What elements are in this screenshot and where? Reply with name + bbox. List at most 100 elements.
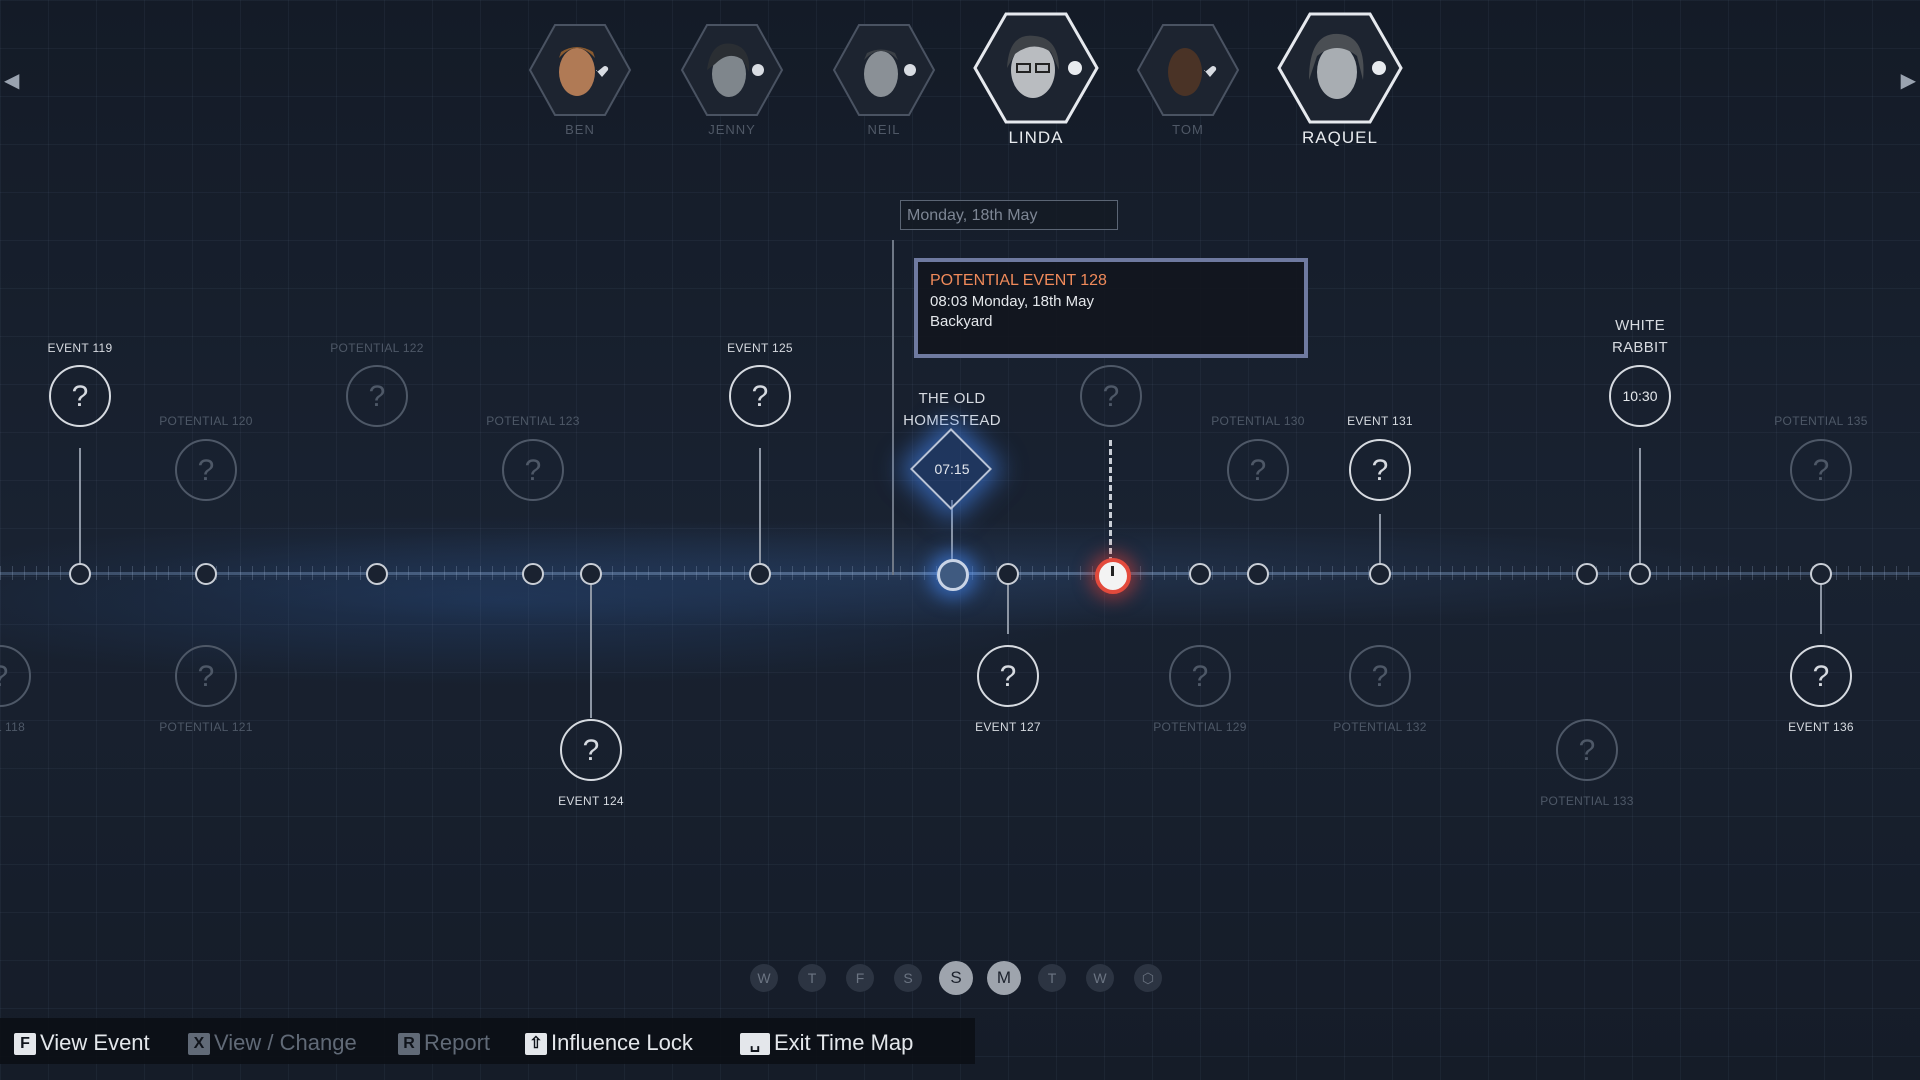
white-rabbit-circle[interactable]: 10:30 [1609,365,1671,427]
timeline-node[interactable] [749,563,771,585]
day-tue[interactable]: T [1038,964,1066,992]
potential-133-circle[interactable]: ? [1556,719,1618,781]
event-stem [590,574,592,718]
event-136-label: EVENT 136 [1788,720,1854,734]
event-125-circle[interactable]: ? [729,365,791,427]
f-key-icon: F [14,1033,36,1055]
potential-123-label: POTENTIAL 123 [486,414,580,428]
event-stem [79,448,81,572]
day-mon[interactable]: M [987,961,1021,995]
exit-time-map-label: Exit Time Map [774,1030,914,1055]
event-124-circle[interactable]: ? [560,719,622,781]
character-ben[interactable]: BEN [520,20,640,137]
character-name: RAQUEL [1302,128,1378,147]
timeline-node[interactable] [1576,563,1598,585]
event-stem-dashed [1109,440,1112,572]
event-stem [1379,514,1381,572]
character-bar: BEN JENNY NEIL LINDA [0,0,1920,170]
timeline-node[interactable] [997,563,1019,585]
timeline-node[interactable] [1629,563,1651,585]
event-131-circle[interactable]: ? [1349,439,1411,501]
day-thu[interactable]: T [798,964,826,992]
timeline-node[interactable] [69,563,91,585]
timeline-node[interactable] [580,563,602,585]
homestead-label: THE OLD HOMESTEAD [903,390,1001,429]
day-wed[interactable]: W [750,964,778,992]
timeline-node[interactable] [522,563,544,585]
potential-132-circle[interactable]: ? [1349,645,1411,707]
event-131-label: EVENT 131 [1347,414,1413,428]
potential-130-label: POTENTIAL 130 [1211,414,1305,428]
character-name: NEIL [867,122,901,137]
event-127-circle[interactable]: ? [977,645,1039,707]
prev-character-arrow-icon[interactable]: ◀ [4,70,20,92]
event-124-label: EVENT 124 [558,794,624,808]
exit-time-map-control[interactable]: ␣Exit Time Map [740,1030,913,1056]
timeline-node[interactable] [366,563,388,585]
day-fri[interactable]: F [846,964,874,992]
potential-133-label: POTENTIAL 133 [1540,794,1634,808]
event-118-label: L 118 [0,720,26,734]
portrait-hex-icon [680,24,784,116]
view-change-label: View / Change [214,1030,357,1055]
event-stem [759,448,761,572]
potential-123-circle[interactable]: ? [502,439,564,501]
timeline-node[interactable] [1247,563,1269,585]
potential-121-circle[interactable]: ? [175,645,237,707]
character-tom[interactable]: TOM [1128,20,1248,137]
character-name: LINDA [1008,128,1064,147]
shift-key-icon: ⇧ [525,1033,547,1055]
space-key-icon: ␣ [740,1033,770,1055]
event-tooltip: POTENTIAL EVENT 128 08:03 Monday, 18th M… [914,258,1308,358]
controls-bar [0,1018,975,1064]
event-stem [1007,574,1009,634]
day-sun[interactable]: S [939,961,973,995]
character-name: BEN [565,122,595,137]
potential-122-label: POTENTIAL 122 [330,341,424,355]
tooltip-time: 08:03 Monday, 18th May [930,293,1094,310]
view-event-label: View Event [40,1030,150,1055]
potential-135-circle[interactable]: ? [1790,439,1852,501]
event-125-label: EVENT 125 [727,341,793,355]
timeline-node[interactable] [1189,563,1211,585]
character-jenny[interactable]: JENNY [672,20,792,137]
hexagon-icon[interactable]: ⬡ [1134,964,1162,992]
current-time-marker[interactable] [1095,558,1131,594]
potential-128-circle[interactable]: ? [1080,365,1142,427]
event-119-circle[interactable]: ? [49,365,111,427]
timeline-node[interactable] [1369,563,1391,585]
next-character-arrow-icon[interactable]: ▶ [1900,70,1916,92]
day-wed-next[interactable]: W [1086,964,1114,992]
tooltip-location: Backyard [930,313,993,330]
tooltip-title: POTENTIAL EVENT 128 [930,272,1107,289]
character-neil[interactable]: NEIL [824,20,944,137]
event-stem [951,500,953,572]
portrait-hex-icon [1136,24,1240,116]
event-stem [1639,448,1641,572]
portrait-hex-icon [973,12,1099,124]
potential-120-circle[interactable]: ? [175,439,237,501]
event-136-circle[interactable]: ? [1790,645,1852,707]
potential-122-circle[interactable]: ? [346,365,408,427]
potential-130-circle[interactable]: ? [1227,439,1289,501]
portrait-hex-icon [528,24,632,116]
influence-lock-control[interactable]: ⇧Influence Lock [525,1030,693,1056]
event-127-label: EVENT 127 [975,720,1041,734]
character-linda[interactable]: LINDA [966,10,1106,148]
potential-132-label: POTENTIAL 132 [1333,720,1427,734]
character-raquel[interactable]: RAQUEL [1270,10,1410,148]
influence-lock-label: Influence Lock [551,1030,693,1055]
timeline-node[interactable] [1810,563,1832,585]
r-key-icon: R [398,1033,420,1055]
homestead-time: 07:15 [934,461,970,477]
potential-129-circle[interactable]: ? [1169,645,1231,707]
timeline-node-active[interactable] [937,559,969,591]
timeline-node[interactable] [195,563,217,585]
day-sat[interactable]: S [894,964,922,992]
date-marker: Monday, 18th May [900,200,1118,230]
event-119-label: EVENT 119 [47,341,113,355]
potential-121-label: POTENTIAL 121 [159,720,253,734]
